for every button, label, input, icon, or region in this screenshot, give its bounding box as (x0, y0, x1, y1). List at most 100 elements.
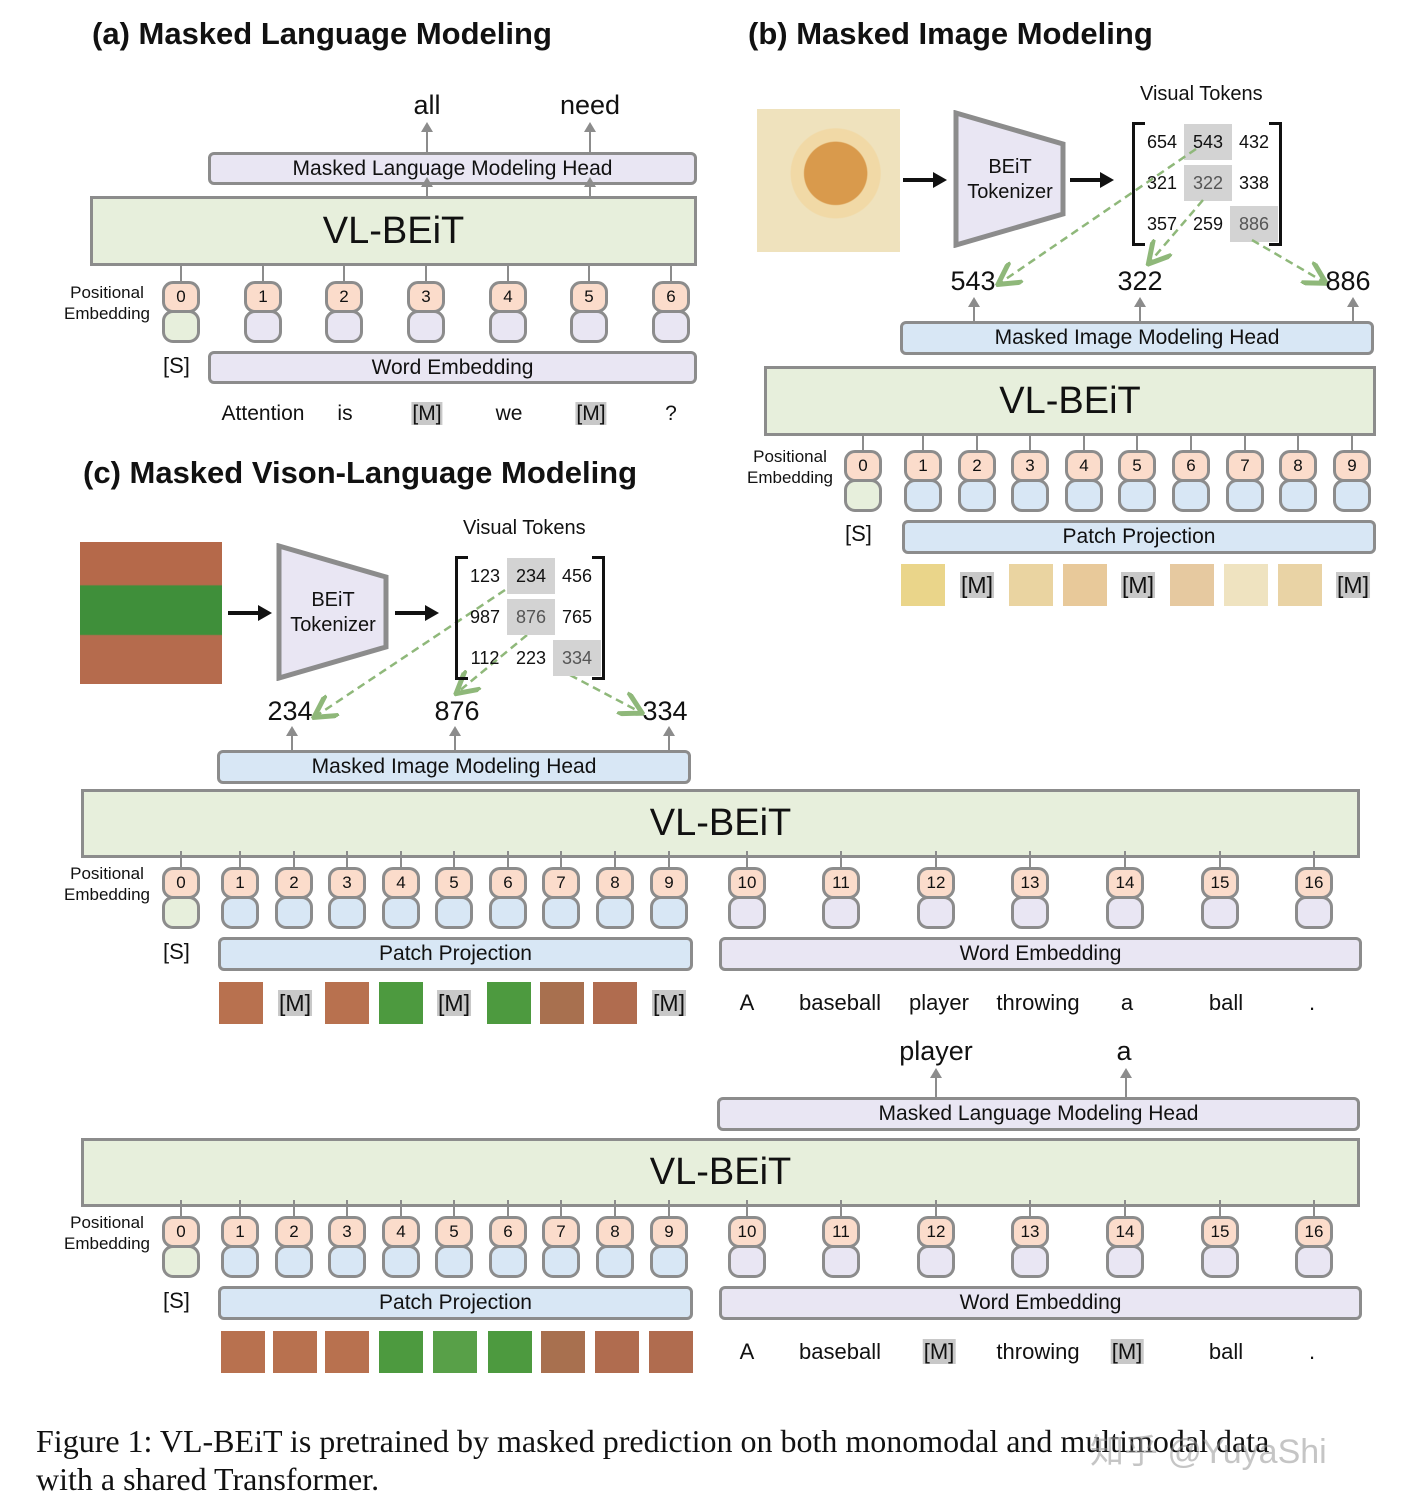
visual-token: 334 (553, 640, 601, 676)
position-index: 4 (489, 281, 527, 313)
mim-head-b: Masked Image Modeling Head (900, 321, 1374, 355)
image-patch (273, 1331, 317, 1373)
image-patch (433, 1331, 477, 1373)
position-index: 2 (275, 867, 313, 899)
position-token: 5 (1118, 434, 1156, 512)
position-token: 3 (1011, 434, 1049, 512)
image-patch (219, 982, 263, 1024)
embedding-slot (162, 896, 200, 929)
position-index: 4 (382, 1216, 420, 1248)
connector (1297, 434, 1299, 450)
position-index: 5 (435, 1216, 473, 1248)
input-word: A (739, 1339, 755, 1364)
embedding-slot (435, 896, 473, 929)
mask-token: [M] (1121, 572, 1155, 598)
position-token: 7 (542, 1200, 580, 1278)
embedding-slot (822, 896, 860, 929)
connector (293, 851, 295, 867)
position-index: 3 (1011, 450, 1049, 482)
position-index: 16 (1295, 1216, 1333, 1248)
tokenizer-shape-c (276, 543, 389, 681)
input-word: player (909, 990, 969, 1015)
arrow-up-icon (1347, 297, 1359, 322)
position-token: 8 (1279, 434, 1317, 512)
connector (343, 265, 345, 281)
image-patch (221, 1331, 265, 1373)
position-token: 12 (917, 1200, 955, 1278)
visual-token: 876 (507, 599, 555, 635)
arrow-right-icon (228, 605, 272, 621)
position-token: 6 (652, 265, 690, 343)
position-index: 16 (1295, 867, 1333, 899)
position-token: 8 (596, 851, 634, 929)
connector (239, 1200, 241, 1216)
input-word: is (337, 402, 353, 425)
visual-token: 654 (1146, 131, 1178, 152)
connector (670, 265, 672, 281)
position-index: 9 (650, 1216, 688, 1248)
embedding-slot (244, 310, 282, 343)
connector (746, 1200, 748, 1216)
visual-token: 338 (1238, 172, 1270, 193)
embedding-slot (1118, 479, 1156, 512)
image-patch (593, 982, 637, 1024)
visual-tokens-label-b: Visual Tokens (1140, 83, 1263, 105)
position-token: 10 (728, 851, 766, 929)
input-word: ? (665, 402, 677, 425)
embedding-slot (328, 896, 366, 929)
embedding-slot (596, 896, 634, 929)
visual-token: 765 (561, 606, 593, 627)
position-index: 12 (917, 1216, 955, 1248)
embedding-slot (382, 1245, 420, 1278)
visual-tokens-label-c: Visual Tokens (463, 517, 586, 539)
position-index: 2 (325, 281, 363, 313)
input-word: A (739, 990, 755, 1015)
position-token: 4 (382, 851, 420, 929)
embedding-slot (1295, 896, 1333, 929)
image-patch (649, 1331, 693, 1373)
connector (1313, 851, 1315, 867)
position-index: 4 (1065, 450, 1103, 482)
connector (1136, 434, 1138, 450)
watermark: 知乎 @YuyaShi (1090, 1433, 1327, 1471)
special-token-b: [S] (845, 521, 872, 546)
connector (262, 265, 264, 281)
panel-b-title: (b) Masked Image Modeling (748, 16, 1153, 51)
connector (976, 434, 978, 450)
image-patch (1278, 564, 1322, 606)
embedding-slot (382, 896, 420, 929)
connector (346, 1200, 348, 1216)
image-patch (379, 1331, 423, 1373)
input-word: we (495, 402, 523, 425)
position-token: 9 (1333, 434, 1371, 512)
position-token: 4 (489, 265, 527, 343)
connector (614, 1200, 616, 1216)
dashed-arrow-886 (1251, 238, 1324, 282)
visual-token: 432 (1238, 131, 1270, 152)
mim-output-c-2: 334 (642, 696, 688, 726)
position-token: 2 (275, 1200, 313, 1278)
input-word: throwing (996, 990, 1080, 1015)
position-index: 5 (1118, 450, 1156, 482)
embedding-slot (221, 1245, 259, 1278)
position-index: 8 (596, 1216, 634, 1248)
baseball-image (80, 542, 222, 684)
arrow-up-icon (968, 297, 980, 322)
position-index: 7 (542, 1216, 580, 1248)
position-index: 7 (1226, 450, 1264, 482)
position-token: 10 (728, 1200, 766, 1278)
word-embedding-c2: Word Embedding (719, 1286, 1362, 1320)
connector (453, 851, 455, 867)
position-index: 12 (917, 867, 955, 899)
embedding-slot (844, 479, 882, 512)
embedding-slot (275, 896, 313, 929)
input-word: throwing (996, 1339, 1080, 1364)
connector (560, 851, 562, 867)
embedding-slot (1011, 896, 1049, 929)
position-index: 14 (1106, 867, 1144, 899)
position-index: 6 (652, 281, 690, 313)
position-token: 12 (917, 851, 955, 929)
connector (862, 434, 864, 450)
arrow-up-icon (930, 1068, 942, 1098)
